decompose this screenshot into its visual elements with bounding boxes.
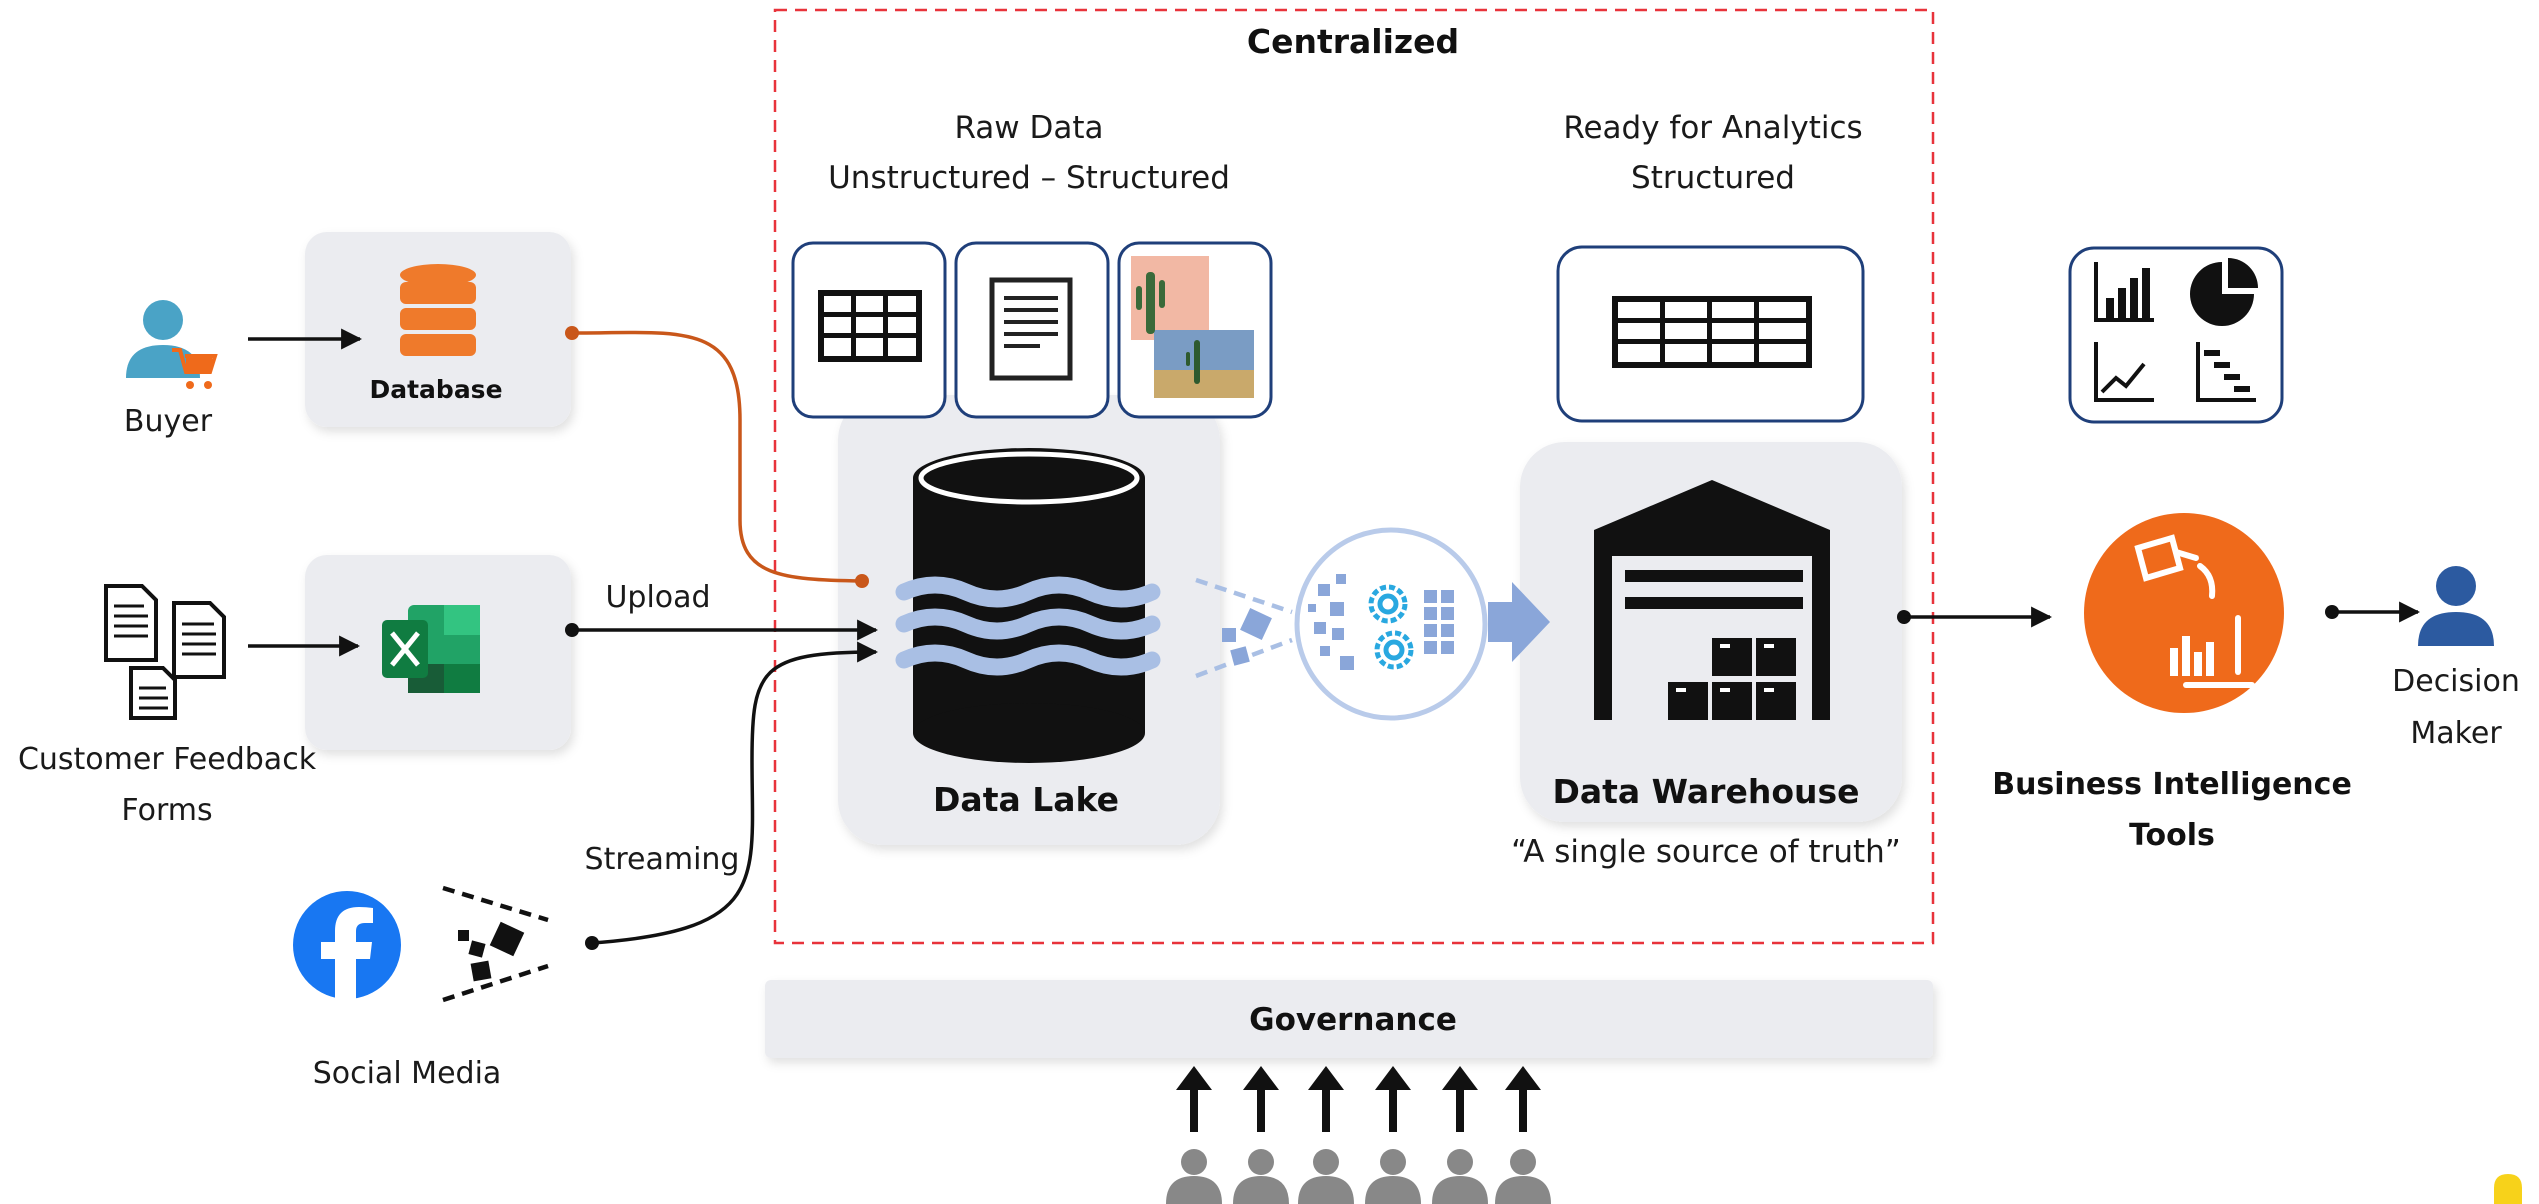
- transform-particles: [1195, 577, 1293, 679]
- bi-icon: [2084, 513, 2284, 713]
- centralized-zone: [773, 8, 1935, 945]
- lake-icon: [895, 448, 1161, 763]
- warehouse-icon: [1594, 480, 1830, 720]
- raw-data-subheading: Unstructured – Structured: [828, 160, 1230, 196]
- governance-label: Governance: [1249, 1002, 1457, 1038]
- data-lake-label: Data Lake: [933, 780, 1119, 819]
- database-to-lake-line: [571, 330, 863, 583]
- excel-icon: [382, 605, 480, 693]
- image-icon: [1131, 256, 1254, 398]
- database-label: Database: [369, 375, 503, 404]
- facebook-icon: [293, 891, 401, 999]
- bi-label-line2: Tools: [2129, 818, 2215, 853]
- documents-icon: [104, 584, 226, 720]
- buyer-label: Buyer: [123, 404, 213, 439]
- social-media-label: Social Media: [312, 1056, 502, 1091]
- table-icon: [1612, 296, 1812, 368]
- data-particles-icon: [442, 885, 549, 1003]
- corner-logo-mark: [2494, 1174, 2522, 1204]
- streaming-label: Streaming: [584, 842, 740, 877]
- data-warehouse-label: Data Warehouse: [1552, 772, 1860, 811]
- bi-label-line1: Business Intelligence: [1992, 767, 2352, 802]
- decision-label-line1: Decision: [2392, 664, 2520, 699]
- charts-icon: [2094, 258, 2258, 402]
- decision-label-line2: Maker: [2410, 716, 2502, 751]
- streaming-line: [591, 641, 879, 945]
- governance-bar: [765, 980, 1933, 1058]
- people-icon: [1166, 1066, 1551, 1204]
- to-warehouse-arrow: [1488, 582, 1550, 662]
- warehouse-tagline: “A single source of truth”: [1511, 834, 1901, 870]
- upload-label: Upload: [605, 580, 711, 615]
- database-icon: [400, 264, 476, 356]
- document-icon: [989, 277, 1073, 381]
- forms-label-line2: Forms: [121, 793, 213, 828]
- person-icon: [2418, 566, 2494, 646]
- gears-icon: [1294, 527, 1488, 721]
- person-cart-icon: [126, 300, 218, 389]
- table-icon: [818, 290, 922, 362]
- raw-data-heading: Raw Data: [954, 110, 1104, 146]
- ready-subheading: Structured: [1631, 160, 1795, 196]
- ready-heading: Ready for Analytics: [1563, 110, 1863, 146]
- centralized-title: Centralized: [1246, 22, 1460, 61]
- forms-label-line1: Customer Feedback: [17, 742, 317, 777]
